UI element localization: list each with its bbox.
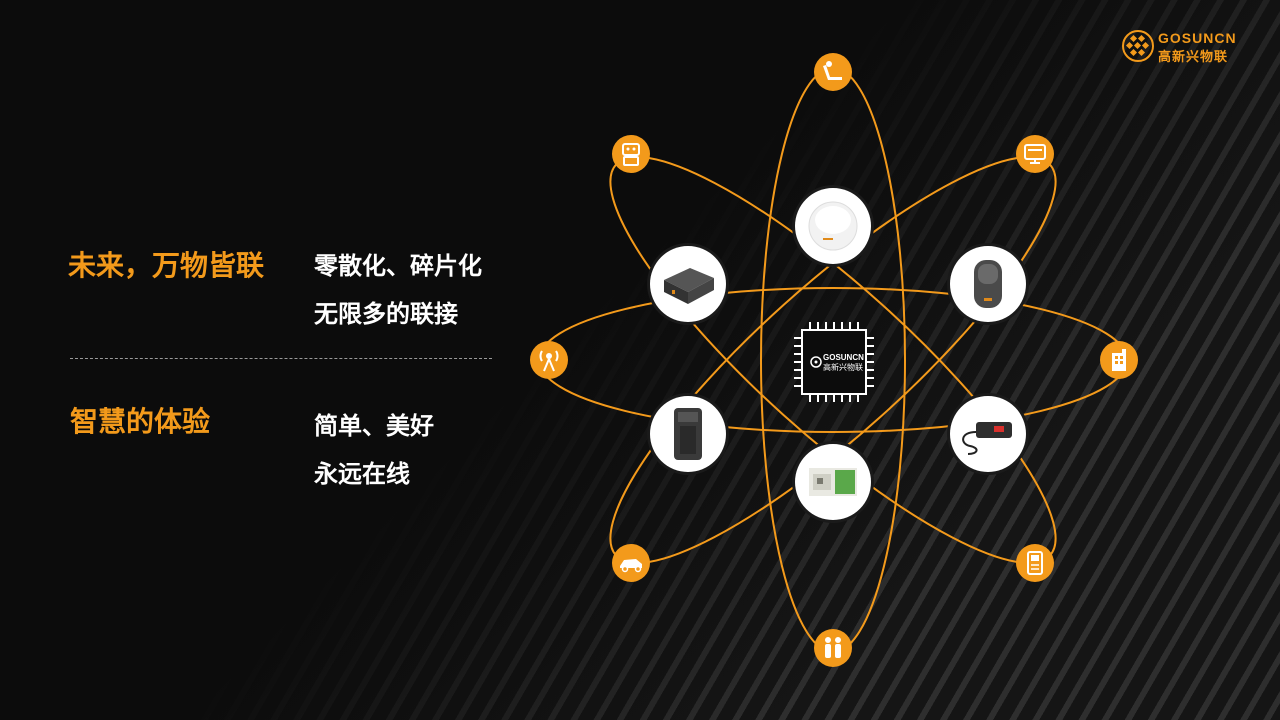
outer-icon-massage-chair [814,53,852,91]
handheld-terminal-icon [1027,551,1043,575]
section-1-line-1: 零散化、碎片化 [314,252,482,280]
antenna-tower-icon [539,350,559,372]
monitor-icon [1024,144,1046,164]
car-icon [620,559,642,573]
outer-icon-car [612,544,650,582]
section-divider [70,358,492,359]
key-fob-icon [974,260,1002,308]
chip-label-en: GOSUNCN [823,353,864,362]
outer-icon-antenna-tower [530,341,568,379]
outer-icon-family [814,629,852,667]
device-node-gps-tracker [950,396,1026,472]
family-icon [825,637,841,658]
gps-tracker-icon [962,422,1012,455]
building-icon [1112,349,1126,371]
section-1-heading: 未来，万物皆联 [68,249,265,282]
smoke-detector-icon [808,201,858,251]
brand-name-en: GOSUNCN [1158,30,1237,46]
outer-icon-monitor [1016,135,1054,173]
brand-logo-mark-icon [1122,30,1154,62]
section-1-line-2: 无限多的联接 [314,300,458,328]
section-2-heading: 智慧的体验 [70,405,211,438]
processor-chip: GOSUNCN 高新兴物联 [794,322,874,402]
device-node-key-fob [950,246,1026,322]
section-2-line-1: 简单、美好 [314,412,434,440]
robot-icon [622,143,640,166]
telematics-box-icon [664,268,714,304]
chip-label-cn: 高新兴物联 [823,362,863,372]
outer-icon-handheld-terminal [1016,544,1054,582]
section-2-line-2: 永远在线 [314,460,410,488]
obd-dongle-icon [674,408,702,460]
device-node-obd-dongle [650,396,726,472]
device-node-telematics-box [650,246,726,322]
device-node-smoke-detector [795,188,871,264]
brand-name-cn: 高新兴物联 [1158,50,1229,65]
brand-logo: GOSUNCN 高新兴物联 [1122,28,1252,65]
outer-icon-robot [612,135,650,173]
iot-module-board-icon [809,468,857,496]
outer-icon-building [1100,341,1138,379]
massage-chair-icon [823,61,842,80]
device-node-iot-module-board [795,444,871,520]
